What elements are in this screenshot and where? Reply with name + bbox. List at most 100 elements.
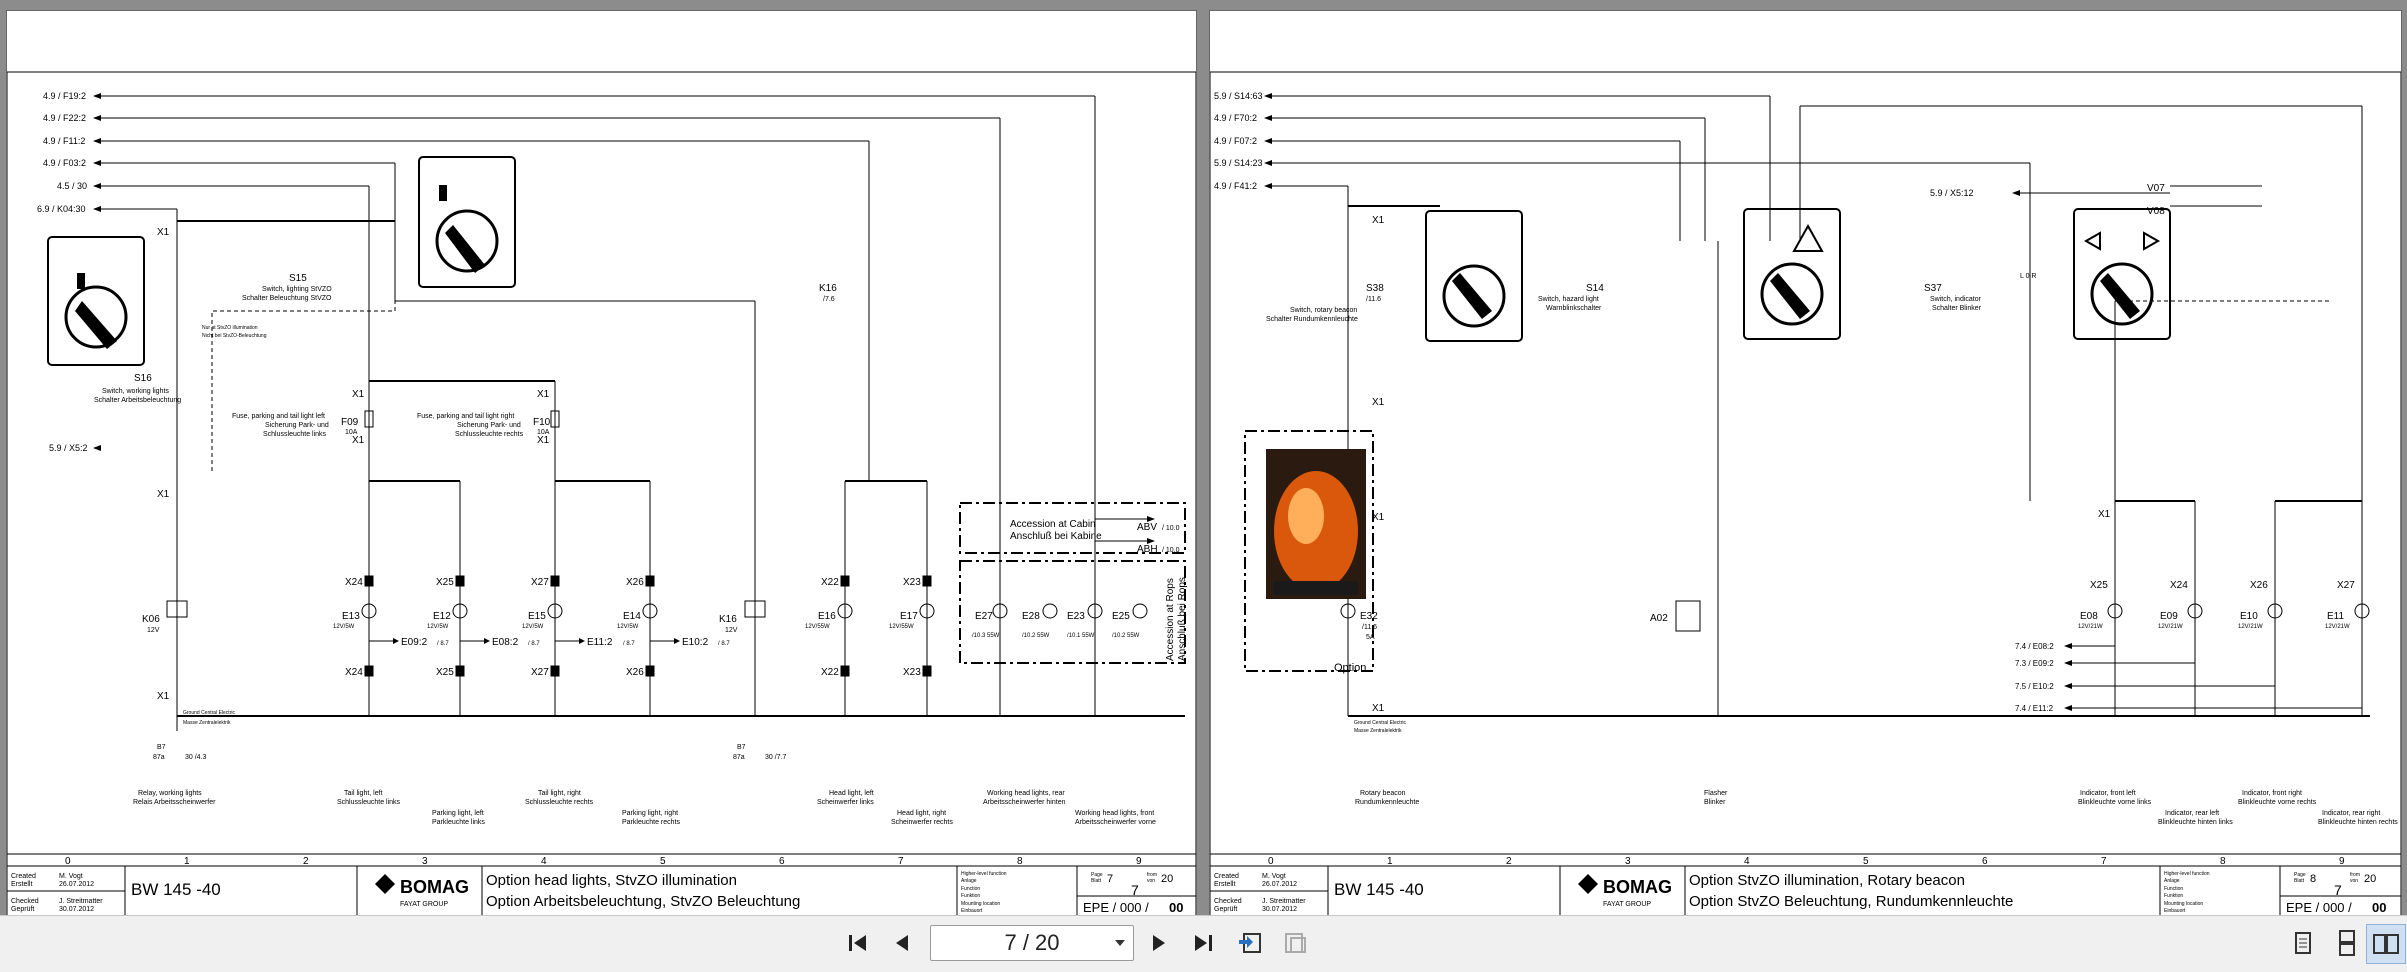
meta-label: Higher-level function <box>961 871 1007 877</box>
a02-label: A02 <box>1650 613 1668 624</box>
x1-label: X1 <box>1372 703 1385 714</box>
prev-page-icon <box>896 935 908 951</box>
col-6: 6 <box>779 856 785 867</box>
desc-beacon: Rotary beacon <box>1360 790 1406 797</box>
desc-tail-left: Schlussleuchte links <box>337 799 401 806</box>
col-8: 8 <box>2220 856 2226 867</box>
f09-desc: Fuse, parking and tail light left <box>232 413 325 420</box>
desc-head-right: Scheinwerfer rechts <box>891 819 953 826</box>
lamp-spec: 12V/55W <box>805 624 830 630</box>
next-page-button[interactable] <box>1139 924 1177 962</box>
conn-x25: X25 <box>2090 580 2108 591</box>
ref-e08-page: / 8.7 <box>528 641 540 647</box>
ground-label: Ground Central Electric <box>1354 720 1406 726</box>
s15-label: S15 <box>289 273 307 284</box>
created-by: M. Vogt <box>1262 873 1286 880</box>
viewer-toolbar: 7 / 20 <box>0 915 2407 972</box>
lamp-spec: /10.3 55W <box>972 633 1000 639</box>
s38-label: S38 <box>1366 283 1384 294</box>
lamp-spec: 12V/21W <box>2158 624 2183 630</box>
sheet-label: Page <box>2294 872 2306 878</box>
model-number: BW 145 -40 <box>1334 880 1424 899</box>
col-5: 5 <box>1863 856 1869 867</box>
desc-ind-fl: Blinkleuchte vorne links <box>2078 799 2152 806</box>
conn-x23: X23 <box>903 577 921 588</box>
desc-tail-right: Tail light, right <box>538 790 581 797</box>
lamp-e15: E15 <box>528 611 546 622</box>
two-page-icon <box>2373 934 2399 954</box>
ref-e08: E08:2 <box>492 637 519 648</box>
lamp-spec: 12V/21W <box>2325 624 2350 630</box>
f09-desc: Sicherung Park- und <box>265 422 329 429</box>
s37-positions: L 0 R <box>2020 273 2036 280</box>
s38-desc: Schalter Rundumkennleuchte <box>1266 316 1358 323</box>
k06-label: K06 <box>142 614 160 625</box>
s15-desc: Schalter Beleuchtung StVZO <box>242 295 332 302</box>
x1-label: X1 <box>352 389 365 400</box>
desc-work-rear: Arbeitsscheinwerfer hinten <box>983 799 1066 806</box>
epe-suffix: 00 <box>2372 900 2386 915</box>
conn-x27: X27 <box>531 577 549 588</box>
bomag-logo-text: BOMAG <box>400 877 469 897</box>
page-number-select[interactable]: 7 / 20 <box>930 925 1134 961</box>
lamp-e25: E25 <box>1112 611 1130 622</box>
forward-view-button[interactable] <box>1277 924 1315 962</box>
checked-label: Checked <box>1214 898 1242 905</box>
continuous-page-button[interactable] <box>2328 924 2366 962</box>
back-view-button[interactable] <box>1231 924 1269 962</box>
schematic-drawing-8: 5.9 / S14:63 4.9 / F70:2 4.9 / F07:2 5.9… <box>1210 71 2401 916</box>
meta-label: Einbauort <box>961 908 983 914</box>
ref-e09-page: / 8.7 <box>437 641 449 647</box>
x1-label: X1 <box>157 691 170 702</box>
sheet-label-de: Blatt <box>1091 878 1102 884</box>
single-page-button[interactable] <box>2284 924 2322 962</box>
sheet-number: 8 <box>2310 873 2316 885</box>
b7-label: B7 <box>737 744 746 751</box>
model-number: BW 145 -40 <box>131 880 221 899</box>
desc-park-right: Parkleuchte rechts <box>622 819 680 826</box>
ref-s14-23: 5.9 / S14:23 <box>1214 158 1263 168</box>
meta-label: Anlage <box>2164 878 2180 884</box>
rops-label: Accession at Rops <box>1165 578 1176 661</box>
schematic-page-8: 5.9 / S14:63 4.9 / F70:2 4.9 / F07:2 5.9… <box>1209 10 2402 917</box>
lamp-spec: 12V/21W <box>2078 624 2103 630</box>
first-page-button[interactable] <box>840 924 878 962</box>
lamp-spec: 12V/5W <box>333 624 355 630</box>
col-4: 4 <box>1744 856 1750 867</box>
lamp-spec: /10.1 55W <box>1067 633 1095 639</box>
meta-label: Function <box>961 886 980 892</box>
desc-flasher: Blinker <box>1704 799 1726 806</box>
of-label: from <box>1147 872 1157 878</box>
ref-s14-63: 5.9 / S14:63 <box>1214 91 1263 101</box>
page-desc-de: Option StvZO Beleuchtung, Rundumkennleuc… <box>1689 893 2013 910</box>
f09-desc: Schlussleuchte links <box>263 431 327 438</box>
checked-date: 30.07.2012 <box>1262 906 1297 913</box>
two-page-button[interactable] <box>2366 924 2406 964</box>
page-desc-en: Option StvZO illumination, Rotary beacon <box>1689 872 1965 889</box>
x1-label: X1 <box>537 435 550 446</box>
page-desc-en: Option head lights, StvZO illumination <box>486 872 737 889</box>
k06-volt: 12V <box>147 627 160 634</box>
ref-30: 4.5 / 30 <box>57 181 87 191</box>
epe-code: EPE / 000 / <box>1083 900 1149 915</box>
col-9: 9 <box>2339 856 2345 867</box>
b7-label: 87a <box>733 754 745 761</box>
s15-desc: Switch, lighting StVZO <box>262 286 332 293</box>
prev-page-button[interactable] <box>884 924 922 962</box>
col-7: 7 <box>2101 856 2107 867</box>
conn-x26: X26 <box>626 667 644 678</box>
created-label: Created <box>1214 873 1239 880</box>
last-page-button[interactable] <box>1183 924 1221 962</box>
s16-desc: Switch, working lights <box>102 388 169 395</box>
conn-x22: X22 <box>821 667 839 678</box>
ref-f03: 4.9 / F03:2 <box>43 158 86 168</box>
lamp-e08: E08 <box>2080 611 2098 622</box>
meta-label: Funktion <box>2164 893 2183 899</box>
checked-by: J. Streitmatter <box>59 898 103 905</box>
ref-f70: 4.9 / F70:2 <box>1214 113 1257 123</box>
desc-head-left: Scheinwerfer links <box>817 799 874 806</box>
f10-desc: Sicherung Park- und <box>457 422 521 429</box>
sheet-total: 20 <box>2364 873 2376 885</box>
desc-head-left: Head light, left <box>829 790 874 797</box>
of-label-de: von <box>1147 878 1155 884</box>
